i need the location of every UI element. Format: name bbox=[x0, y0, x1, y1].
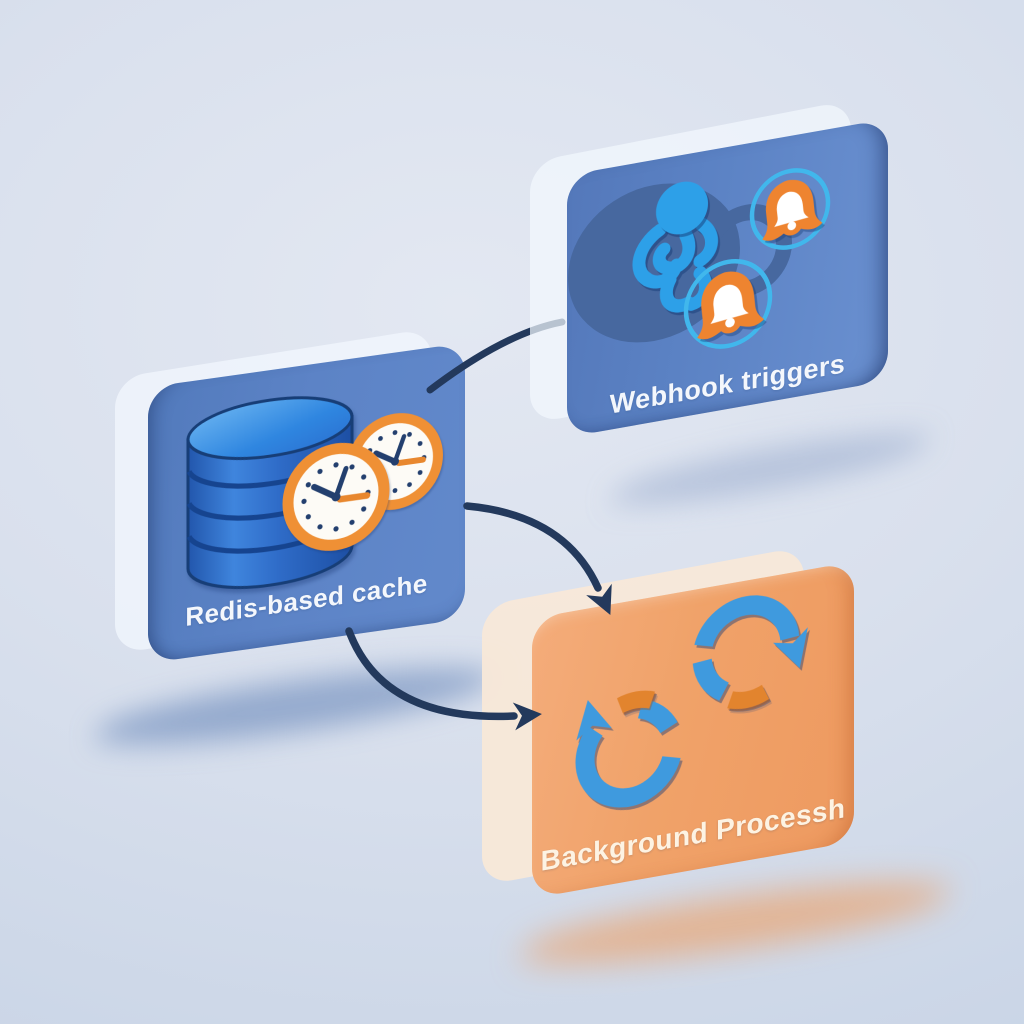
notification-bell-icon bbox=[683, 258, 773, 349]
webhook-bells-illustration bbox=[568, 168, 831, 349]
sync-cycle-icon bbox=[575, 690, 681, 808]
arrowhead-icon bbox=[586, 583, 612, 616]
node-background-process: Background Processh bbox=[532, 561, 854, 899]
node-webhook-triggers: Webhook triggers bbox=[567, 118, 888, 438]
database-and-clocks-illustration bbox=[186, 396, 443, 589]
webhook-octopus-icon bbox=[568, 181, 792, 343]
clock-icon bbox=[282, 442, 390, 551]
notification-bell-icon bbox=[749, 168, 831, 250]
node-redis-cache: Redis-based cache bbox=[148, 342, 465, 664]
sync-cycles-illustration bbox=[575, 595, 808, 808]
edge-redis-to-process-lower bbox=[345, 627, 542, 731]
sync-cycle-icon bbox=[692, 595, 808, 710]
edge-redis-to-process-upper bbox=[463, 502, 612, 616]
arrowhead-icon bbox=[512, 702, 542, 731]
